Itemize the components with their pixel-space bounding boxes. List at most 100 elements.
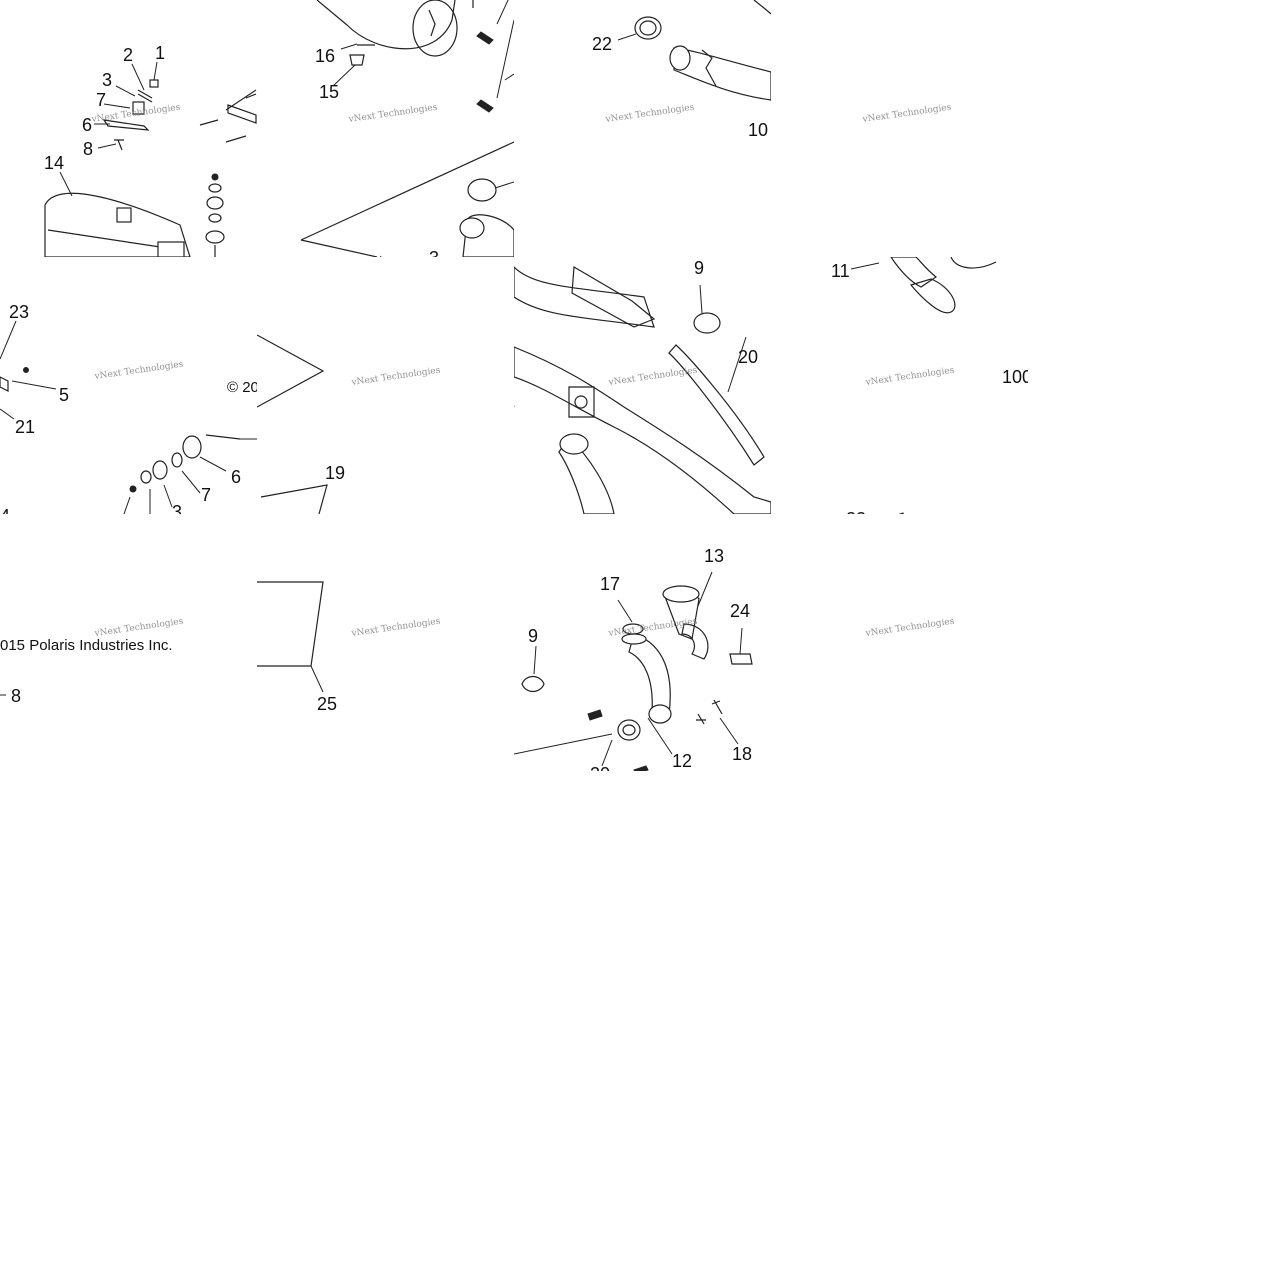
pipe-part: [628, 633, 671, 715]
clamp-part: [467, 178, 497, 202]
callout-label: 6: [82, 115, 92, 135]
washer-part: [140, 470, 152, 484]
muffler-part: [44, 192, 191, 257]
bracket-line: [257, 334, 325, 408]
nut-part: [23, 367, 29, 373]
callout-label: 22: [592, 34, 612, 54]
washer-part: [152, 460, 168, 480]
svg-text:vNext Technologies: vNext Technologies: [350, 617, 441, 640]
diagram-tile-r0c1: 16 15 1 2 3 vNext Technologies: [257, 0, 514, 257]
bracket-part: [0, 376, 9, 392]
diagram-tile-r2c0: 015 Polaris Industries Inc. 8 vNext Tech…: [0, 514, 257, 771]
nut-part: [211, 173, 219, 181]
clamp-part: [693, 312, 721, 334]
watermark: vNext Technologies: [350, 366, 441, 389]
spring-part: [898, 512, 904, 514]
diagram-tile-r0c2: 22 10 vNext Technologies: [514, 0, 771, 257]
callout-label: 7: [201, 485, 211, 505]
clamp-part: [701, 49, 717, 87]
watermark: vNext Technologies: [93, 617, 184, 640]
bushing-part: [171, 452, 183, 468]
diagram-tile-r0c3: vNext Technologies: [771, 0, 1028, 257]
callout-label: 12: [672, 751, 692, 771]
diagram-tile-r1c0: 23 5 21 9 6 7 3 4 © 20 vNext Technologie…: [0, 257, 257, 514]
bolt-part: [205, 434, 241, 440]
grommet-part: [182, 435, 202, 459]
svg-text:vNext Technologies: vNext Technologies: [607, 366, 698, 389]
pipe-part: [462, 214, 514, 257]
callout-label: 22: [846, 509, 866, 514]
callout-label: 11: [831, 261, 850, 281]
callout-label: 13: [704, 546, 724, 566]
spring-part: [137, 89, 153, 103]
clamp-part: [521, 675, 545, 693]
svg-text:vNext Technologies: vNext Technologies: [604, 103, 695, 126]
callout-label: 4: [0, 506, 10, 514]
spring-part: [587, 709, 603, 721]
nut-part: [149, 79, 159, 88]
gasket-part: [622, 623, 644, 635]
gasket-part: [634, 16, 662, 40]
heat-shield-part: [571, 265, 656, 328]
callout-label: 9: [528, 626, 538, 646]
muffler-part: [316, 0, 456, 50]
watermark: vNext Technologies: [93, 360, 184, 383]
svg-text:vNext Technologies: vNext Technologies: [93, 617, 184, 640]
spring-part: [476, 99, 494, 113]
callout-label: 2: [123, 45, 133, 65]
callout-label: 21: [15, 417, 35, 437]
svg-text:vNext Technologies: vNext Technologies: [861, 103, 952, 126]
clamp-part: [729, 653, 753, 665]
callout-label: 5: [59, 385, 69, 405]
svg-text:vNext Technologies: vNext Technologies: [347, 103, 438, 126]
watermark: vNext Technologies: [350, 617, 441, 640]
svg-text:vNext Technologies: vNext Technologies: [350, 366, 441, 389]
callout-label: 19: [325, 463, 345, 483]
pipe-part: [514, 266, 655, 328]
washer-part: [208, 183, 222, 193]
gasket-part: [617, 719, 641, 741]
pipe-part: [514, 346, 771, 514]
callout-label: 24: [730, 601, 750, 621]
callout-label: 3: [429, 248, 439, 257]
elbow-part: [681, 623, 709, 660]
watermark: vNext Technologies: [864, 617, 955, 640]
callout-label: 7: [96, 90, 106, 110]
diagram-tile-r0c0: 2 1 3 7 6 8 14 4 vNext Technologies: [0, 0, 257, 257]
spacer-part: [208, 213, 222, 223]
diagram-tile-r2c1: 25 vNext Technologies: [257, 514, 514, 771]
callout-label: 15: [319, 82, 339, 102]
callout-label: 17: [600, 574, 620, 594]
bushing-part: [206, 196, 224, 210]
callout-label: 20: [738, 347, 758, 367]
heat-shield-part: [668, 344, 765, 466]
pipe-part: [558, 436, 615, 514]
callout-label: 10: [748, 120, 768, 140]
callout-label: 23: [9, 302, 29, 322]
pipe-part: [890, 257, 938, 288]
watermark: vNext Technologies: [604, 103, 695, 126]
watermark: vNext Technologies: [861, 103, 952, 126]
pipe-part: [673, 47, 771, 101]
callout-label: 3: [172, 502, 182, 514]
spring-part: [633, 765, 649, 771]
callout-label: 4: [256, 252, 257, 257]
diagram-tile-r1c3: 11 100 22 4 vNext Technologies: [771, 257, 1028, 514]
nut-part: [129, 485, 137, 493]
callout-label: 1: [155, 43, 165, 63]
callout-label: 9: [694, 258, 704, 278]
copyright-text: © 20: [227, 379, 257, 396]
bolt-part: [696, 713, 706, 725]
svg-text:vNext Technologies: vNext Technologies: [93, 360, 184, 383]
callout-label: 8: [11, 686, 21, 706]
bolt-part: [199, 89, 257, 143]
bushing-part: [132, 101, 145, 115]
diagram-tile-r2c2: 13 17 24 9 0181 12 18 20 vNext Technolog…: [514, 514, 771, 771]
spring-part: [476, 31, 494, 45]
callout-label: 20: [590, 764, 610, 771]
callout-label: 3: [102, 70, 112, 90]
svg-text:vNext Technologies: vNext Technologies: [864, 617, 955, 640]
fastener-part: [349, 54, 365, 66]
svg-text:vNext Technologies: vNext Technologies: [864, 366, 955, 389]
